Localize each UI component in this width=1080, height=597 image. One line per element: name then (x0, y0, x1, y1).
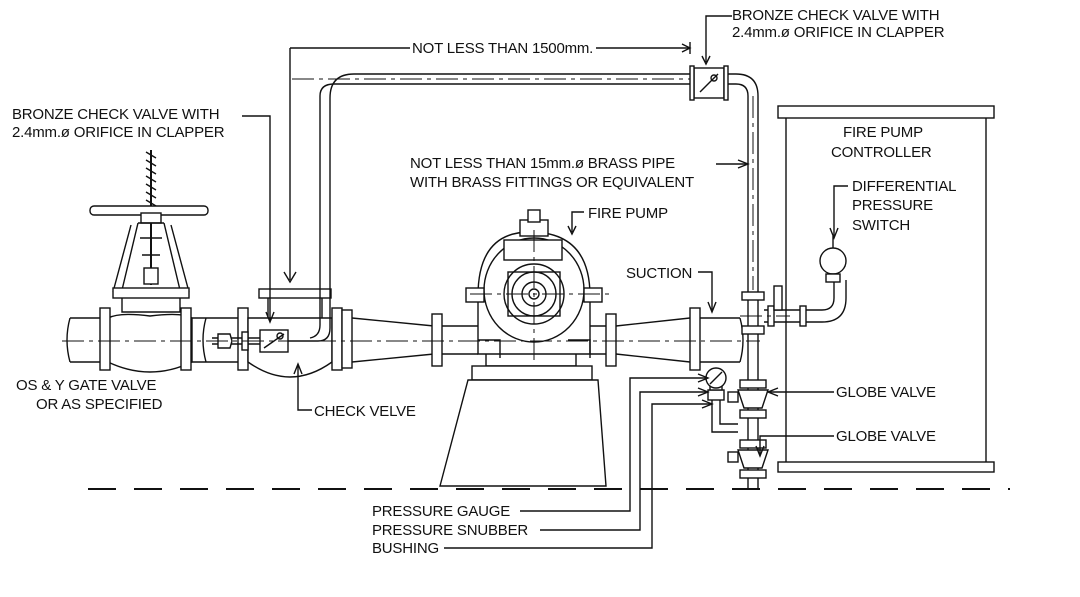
label-bronze-check-top-1: BRONZE CHECK VALVE WITH (732, 7, 939, 24)
label-controller-1: FIRE PUMP (843, 124, 923, 141)
label-globe-valve-1: GLOBE VALVE (836, 384, 936, 401)
label-pressure: PRESSURE (852, 197, 933, 214)
label-check-velve: CHECK VELVE (314, 403, 416, 420)
label-suction: SUCTION (626, 265, 692, 282)
label-brass-pipe-1: NOT LESS THAN 15mm.ø BRASS PIPE (410, 155, 675, 172)
leader-lines (242, 15, 848, 549)
label-controller-2: CONTROLLER (831, 144, 932, 161)
os-y-gate-valve (66, 150, 240, 373)
differential-pressure-switch (819, 236, 847, 283)
label-pressure-snubber: PRESSURE SNUBBER (372, 522, 528, 539)
label-bronze-check-left-1: BRONZE CHECK VALVE WITH (12, 106, 219, 123)
label-gate-valve-1: OS & Y GATE VALVE (16, 377, 156, 394)
sensing-line (705, 280, 847, 488)
label-gate-valve-2: OR AS SPECIFIED (36, 396, 163, 413)
label-fire-pump: FIRE PUMP (588, 205, 668, 222)
labels: BRONZE CHECK VALVE WITH 2.4mm.ø ORIFICE … (12, 7, 956, 557)
label-brass-pipe-2: WITH BRASS FITTINGS OR EQUIVALENT (410, 174, 694, 191)
label-bushing: BUSHING (372, 540, 439, 557)
label-bronze-check-top-2: 2.4mm.ø ORIFICE IN CLAPPER (732, 24, 945, 41)
label-bronze-check-left-2: 2.4mm.ø ORIFICE IN CLAPPER (12, 124, 225, 141)
check-valve (212, 288, 353, 378)
label-globe-valve-2: GLOBE VALVE (836, 428, 936, 445)
fire-pump-controller (773, 105, 995, 473)
label-switch: SWITCH (852, 217, 910, 234)
label-not-less-1500: NOT LESS THAN 1500mm. (412, 40, 593, 57)
label-differential: DIFFERENTIAL (852, 178, 956, 195)
discharge-pipe (351, 313, 478, 367)
bypass-pipe (292, 65, 759, 342)
fire-pump (439, 209, 744, 487)
label-pressure-gauge: PRESSURE GAUGE (372, 503, 510, 520)
